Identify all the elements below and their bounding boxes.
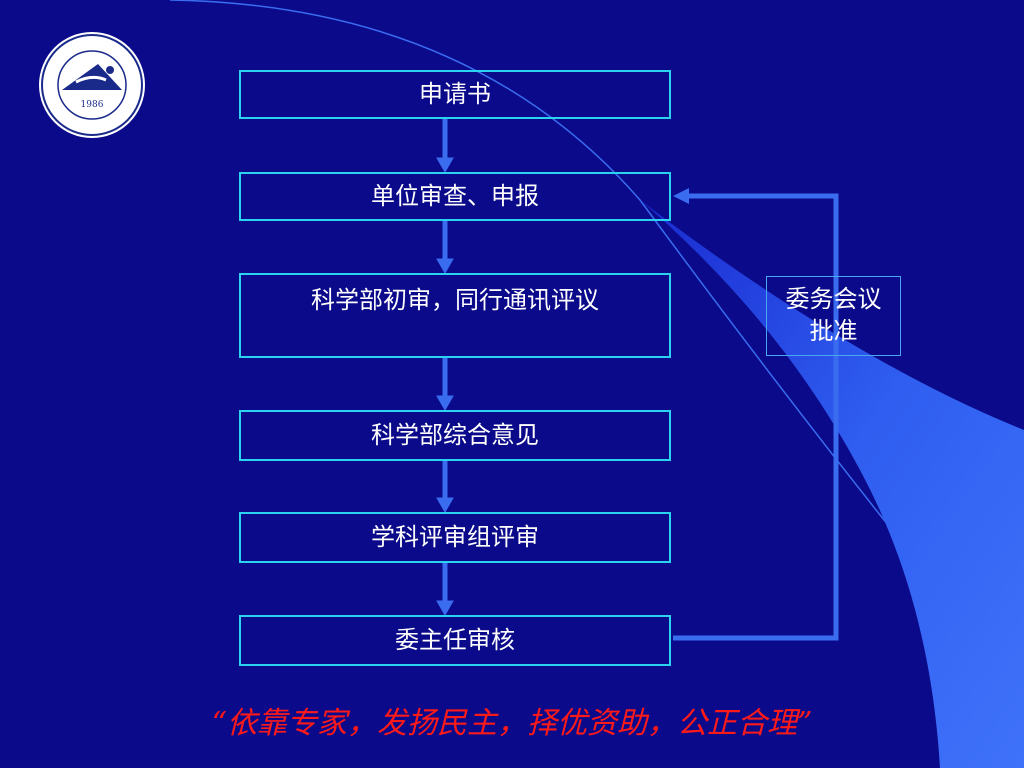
arrowhead-1-2 [436,157,454,174]
flow-node-unit-review: 单位审查、申报 [239,172,671,221]
committee-approval-box: 委务会议 批准 [766,276,901,356]
arrowhead-4-5 [436,497,454,514]
flow-node-label: 学科评审组评审 [371,523,539,551]
flow-node-director-audit: 委主任审核 [239,615,671,666]
feedback-arrowhead [673,188,689,204]
feedback-connector [673,193,839,641]
arrowhead-5-6 [436,600,454,617]
feedback-line [673,193,839,641]
nsfc-logo: 1986 [39,32,145,138]
committee-approval-line1: 委务会议 [785,285,882,313]
flow-node-label: 科学部综合意见 [371,421,539,449]
flow-node-label: 申请书 [419,80,491,108]
arrowhead-2-3 [436,258,454,275]
logo-year: 1986 [81,100,104,110]
flow-arrows [436,119,454,617]
flow-node-label: 科学部初审，同行通讯评议 [311,286,599,314]
decorative-sweep [640,200,1024,768]
motto-text: “依靠专家，发扬民主，择优资助，公正合理” [211,706,813,741]
arrowhead-3-4 [436,395,454,412]
flow-node-department-opinion: 科学部综合意见 [239,410,671,461]
flow-node-label: 单位审查、申报 [371,182,539,210]
flow-node-label: 委主任审核 [395,626,515,654]
flow-node-application: 申请书 [239,70,671,119]
committee-approval-line2: 批准 [809,317,858,345]
flow-node-preliminary-review: 科学部初审，同行通讯评议 [239,273,671,358]
flow-node-panel-review: 学科评审组评审 [239,512,671,563]
